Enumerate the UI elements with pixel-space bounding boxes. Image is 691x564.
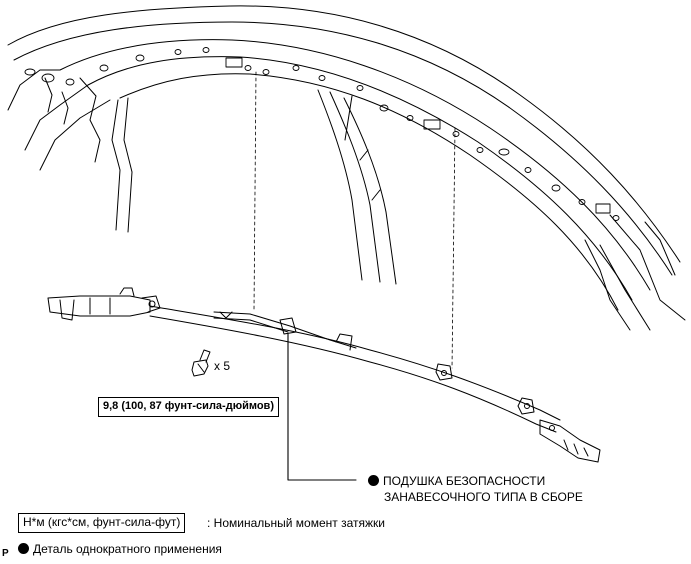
- torque-units-legend-box: Н*м (кгс*см, фунт-сила-фут): [18, 513, 186, 533]
- filled-circle-icon: [368, 475, 379, 486]
- page-letter: P: [2, 548, 9, 559]
- filled-circle-icon: [18, 543, 29, 554]
- bolt-icon: [191, 349, 211, 377]
- rail-clip-holes: [24, 47, 620, 221]
- curtain-airbag-assembly: [47, 287, 601, 463]
- alignment-guides: [253, 71, 456, 369]
- part-name-line2: ЗАНАВЕСОЧНОГО ТИПА В СБОРЕ: [384, 490, 583, 504]
- roof-side-rail-frame: [7, 5, 686, 331]
- bolt-quantity-label: x 5: [214, 359, 231, 373]
- single-use-legend: Деталь однократного применения: [18, 542, 222, 556]
- part-name-line2-container: ЗАНАВЕСОЧНОГО ТИПА В СБОРЕ: [384, 490, 583, 504]
- torque-legend-description: : Номинальный момент затяжки: [207, 516, 385, 530]
- single-use-label: Деталь однократного применения: [33, 542, 222, 556]
- part-name-label: ПОДУШКА БЕЗОПАСНОСТИ: [368, 474, 545, 488]
- part-leader-line: [287, 333, 357, 481]
- torque-spec-box: 9,8 (100, 87 фунт-сила-дюймов): [98, 397, 279, 417]
- part-name-line1: ПОДУШКА БЕЗОПАСНОСТИ: [383, 474, 546, 488]
